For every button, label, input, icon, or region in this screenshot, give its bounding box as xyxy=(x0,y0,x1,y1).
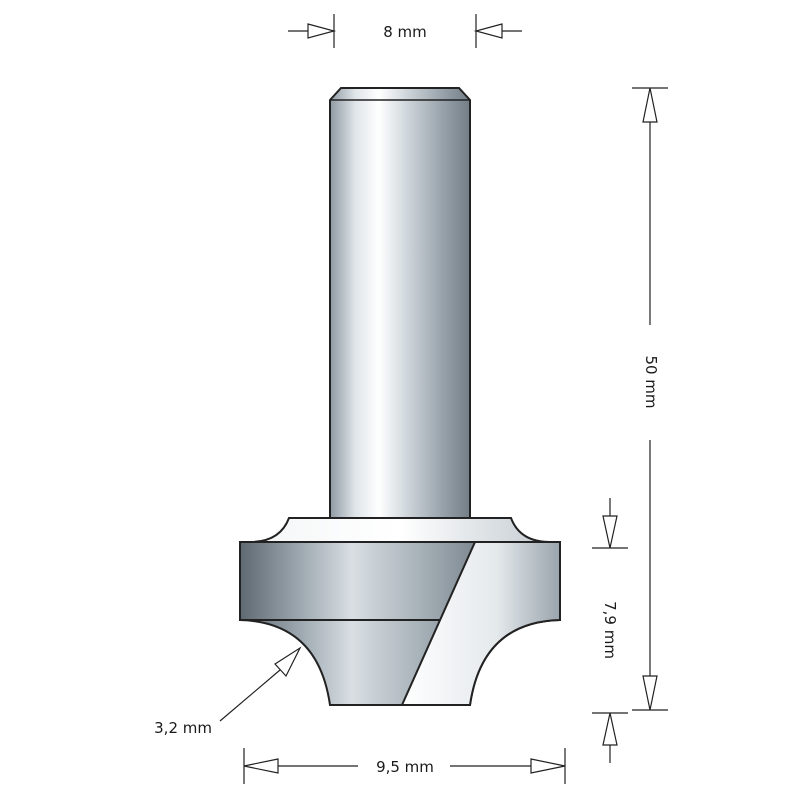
collar xyxy=(249,517,551,543)
dim-shank-diameter xyxy=(288,14,522,48)
arrow-up xyxy=(602,712,618,746)
arrow-right xyxy=(530,758,566,774)
arrow-right xyxy=(307,23,337,39)
shank-body xyxy=(329,87,471,521)
cutter-body xyxy=(239,541,561,706)
label-overall-length: 50 mm xyxy=(642,355,660,408)
label-cutting-diameter: 9,5 mm xyxy=(376,758,434,776)
arrow-leader xyxy=(274,646,302,678)
dim-cutting-height xyxy=(592,498,628,763)
arrow-down xyxy=(602,515,618,549)
leader-line xyxy=(219,669,281,722)
dim-cutting-diameter xyxy=(243,748,566,784)
label-shank-diameter: 8 mm xyxy=(383,23,427,41)
shank xyxy=(329,87,471,521)
label-cutting-height: 7,9 mm xyxy=(601,601,619,659)
dim-overall-length xyxy=(632,87,668,711)
arrow-left xyxy=(473,23,503,39)
cutting-blade xyxy=(400,541,561,706)
label-radius: 3,2 mm xyxy=(154,719,212,737)
arrow-down xyxy=(642,675,658,711)
arrow-up xyxy=(642,87,658,123)
arrow-left xyxy=(243,758,279,774)
dim-radius xyxy=(219,646,302,722)
